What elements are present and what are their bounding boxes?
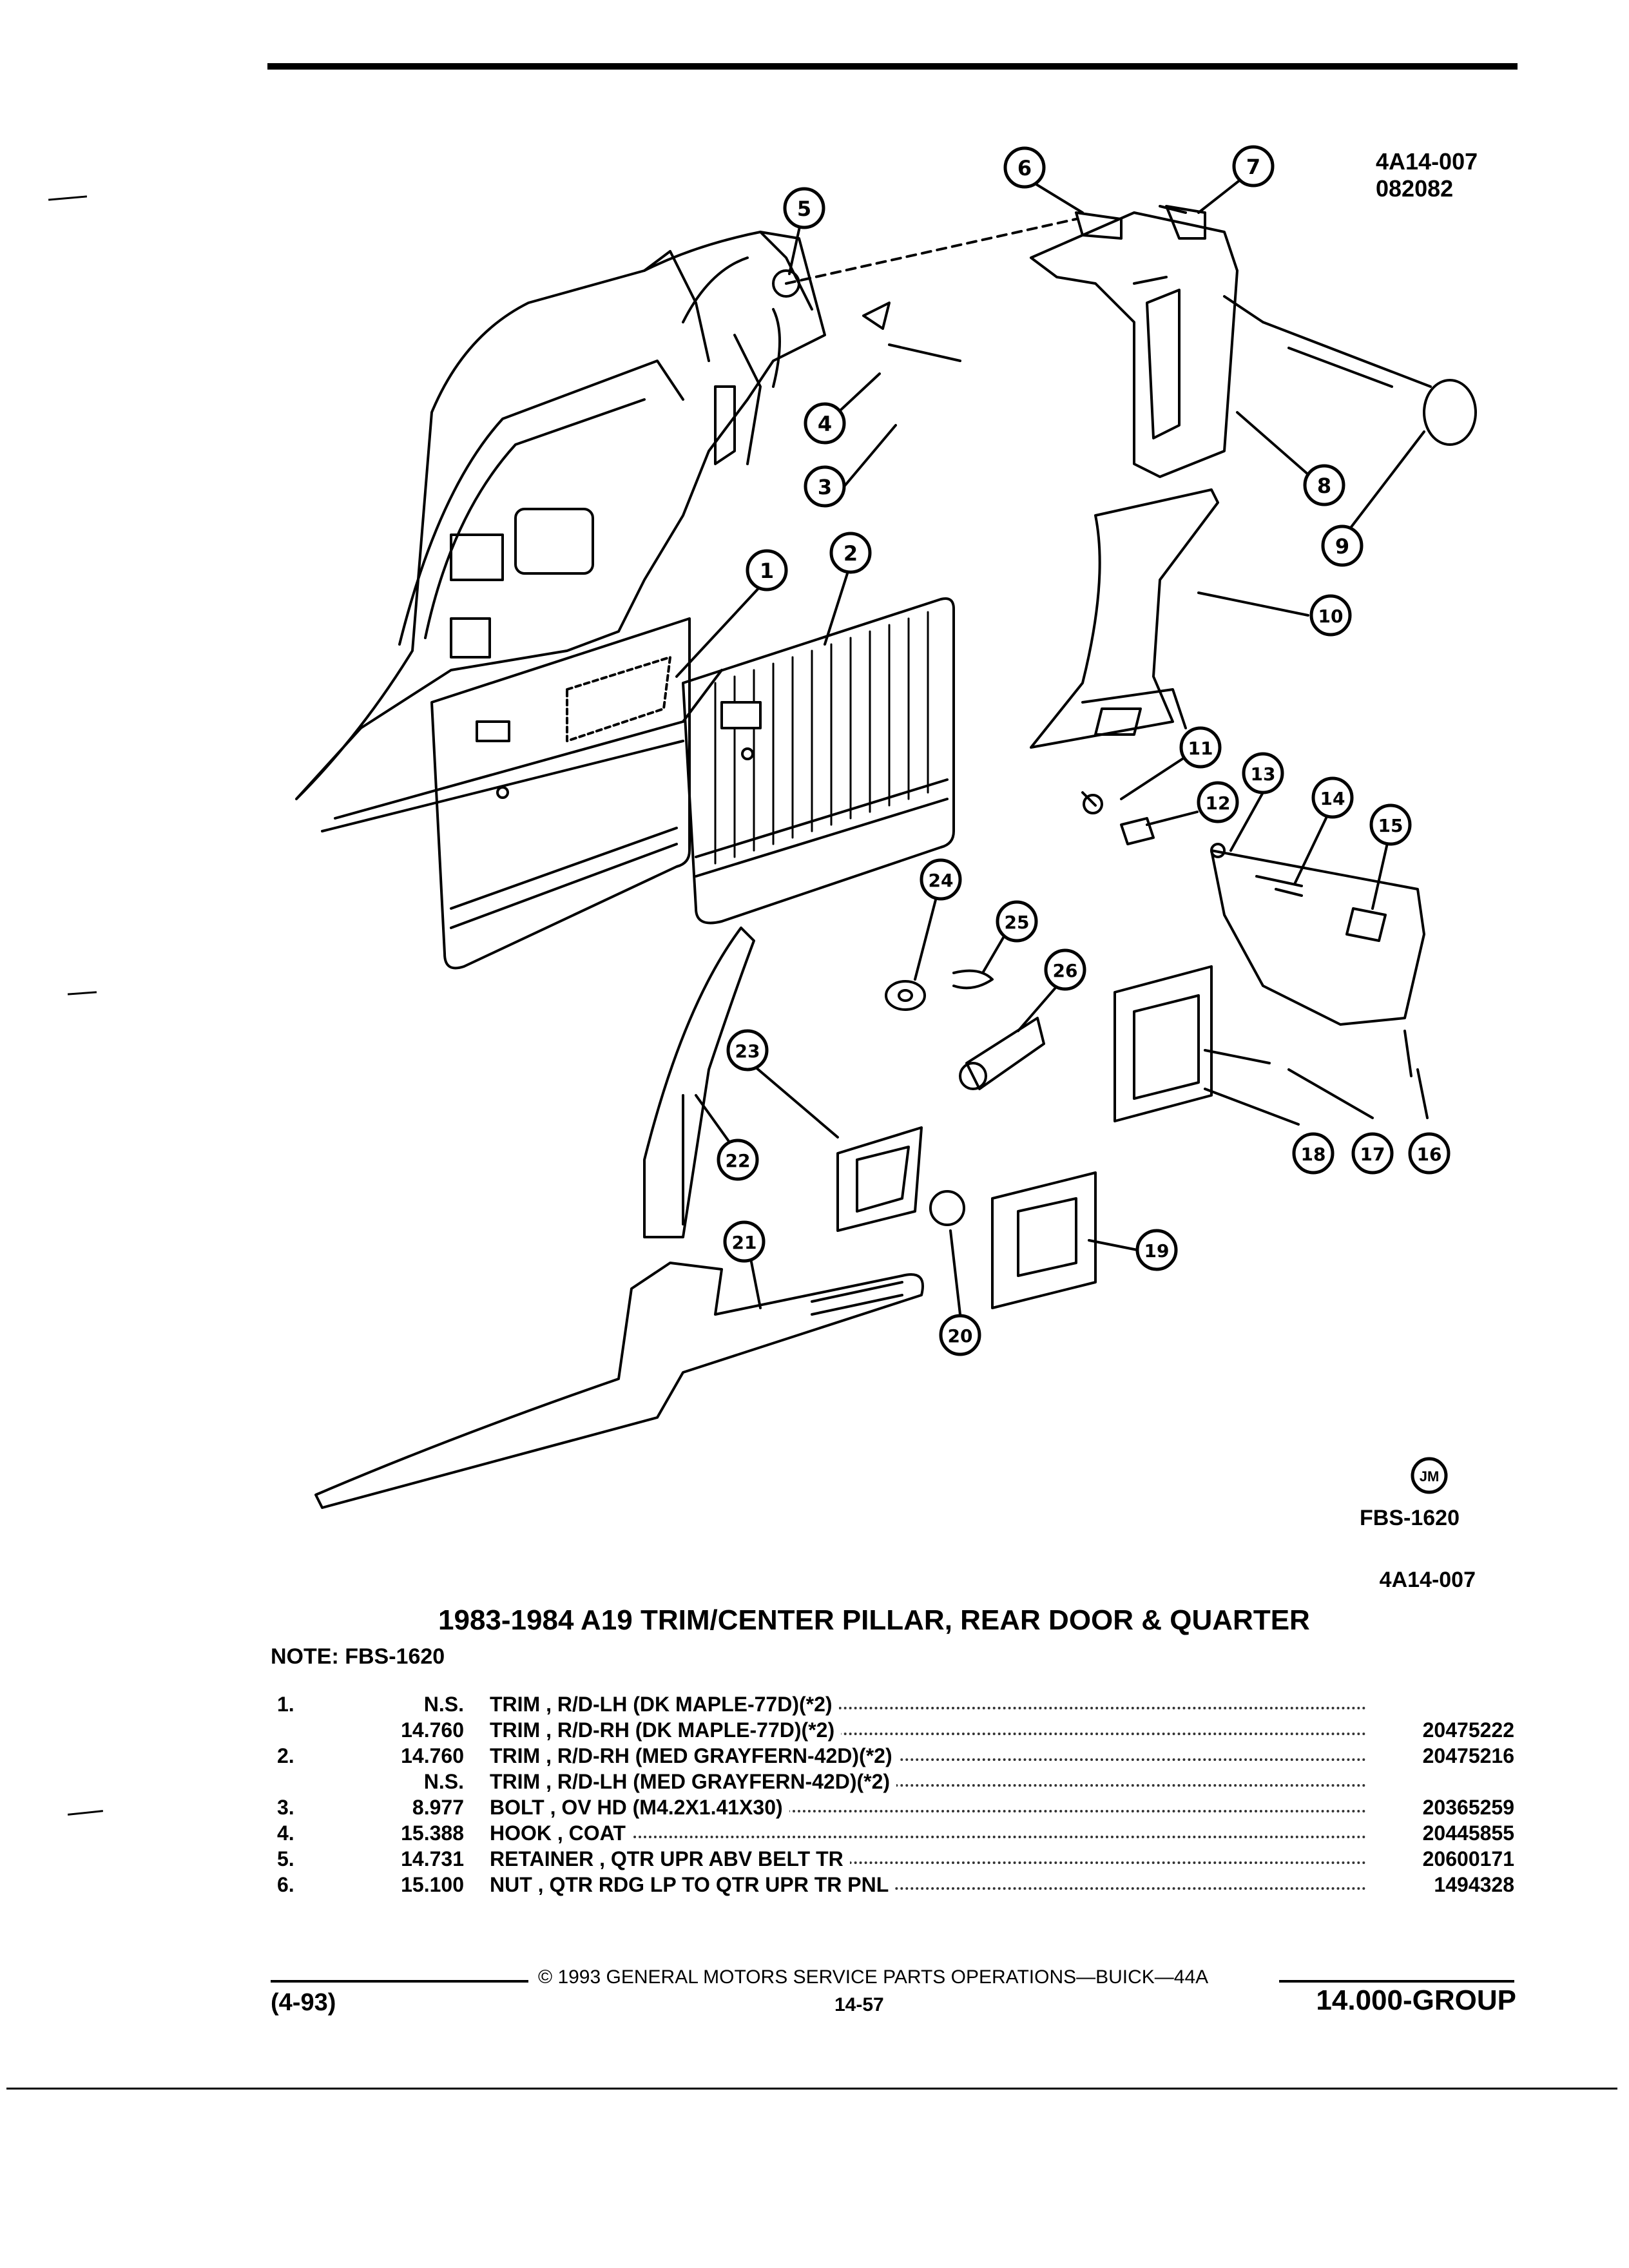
part-number: 20365259 <box>1416 1796 1514 1820</box>
note: NOTE: FBS-1620 <box>271 1644 445 1669</box>
callout-25: 25 <box>1005 912 1030 933</box>
list-item: 1. N.S. TRIM , R/D-LH (DK MAPLE-77D)(*2) <box>277 1693 1514 1718</box>
callout-2: 2 <box>843 541 858 566</box>
part-description: TRIM , R/D-LH (DK MAPLE-77D)(*2) <box>490 1693 839 1716</box>
part-description: RETAINER , QTR UPR ABV BELT TR <box>490 1847 850 1870</box>
sill-plate-21 <box>314 1262 924 1509</box>
footer-rule-right <box>1279 1980 1514 1983</box>
callout-4: 4 <box>818 412 832 436</box>
part-description: TRIM , R/D-RH (MED GRAYFERN-42D)(*2) <box>490 1744 899 1767</box>
footer-rule-left <box>271 1980 528 1983</box>
callout-6: 6 <box>1017 156 1032 180</box>
item-number: 6. <box>277 1873 294 1896</box>
callout-3: 3 <box>818 475 832 499</box>
callout-19: 19 <box>1144 1240 1170 1262</box>
catalog-number: 15.100 <box>401 1873 464 1896</box>
callout-24: 24 <box>929 870 954 891</box>
item-number: 1. <box>277 1693 294 1716</box>
door-trim-panel-2 <box>682 597 955 925</box>
callout-18: 18 <box>1301 1144 1326 1165</box>
callout-12: 12 <box>1206 793 1231 814</box>
part-number: 20475216 <box>1416 1744 1514 1768</box>
item-number: 3. <box>277 1796 294 1819</box>
part-description: TRIM , R/D-LH (MED GRAYFERN-42D)(*2) <box>490 1770 897 1793</box>
parts-list: 1. N.S. TRIM , R/D-LH (DK MAPLE-77D)(*2)… <box>277 1693 1514 1899</box>
list-item: 5. 14.731 RETAINER , QTR UPR ABV BELT TR… <box>277 1847 1514 1873</box>
catalog-number: 8.977 <box>412 1796 464 1819</box>
callout-7: 7 <box>1246 155 1260 179</box>
fbs-label: FBS-1620 <box>1360 1506 1460 1530</box>
list-item: 2. 14.760 TRIM , R/D-RH (MED GRAYFERN-42… <box>277 1744 1514 1770</box>
exploded-parts-diagram: 1 2 3 4 5 6 7 8 9 10 11 12 13 14 15 16 1… <box>295 145 1477 1592</box>
callout-22: 22 <box>726 1150 751 1171</box>
list-item: 3. 8.977 BOLT , OV HD (M4.2X1.41X30) 203… <box>277 1796 1514 1821</box>
list-item: N.S. TRIM , R/D-LH (MED GRAYFERN-42D)(*2… <box>277 1770 1514 1796</box>
list-item: 4. 15.388 HOOK , COAT 20445855 <box>277 1821 1514 1847</box>
door-trim-panel-1 <box>430 617 691 970</box>
callout-11: 11 <box>1188 738 1213 759</box>
ref-date: 082082 <box>1376 175 1454 202</box>
jm-logo: JM <box>1420 1468 1440 1485</box>
item-number: 5. <box>277 1847 294 1870</box>
callout-14: 14 <box>1320 788 1345 809</box>
footer-date: (4-93) <box>271 1989 336 2016</box>
catalog-number: 14.760 <box>401 1718 464 1742</box>
callout-9: 9 <box>1335 534 1349 559</box>
pillar-trim-22 <box>643 927 755 1238</box>
catalog-number: N.S. <box>423 1693 464 1716</box>
part-number: 1494328 <box>1427 1873 1514 1897</box>
list-item: 6. 15.100 NUT , QTR RDG LP TO QTR UPR TR… <box>277 1873 1514 1899</box>
callout-23: 23 <box>735 1041 760 1062</box>
callout-26: 26 <box>1053 960 1078 981</box>
part-number: 20600171 <box>1416 1847 1514 1871</box>
part-number: 20445855 <box>1416 1821 1514 1845</box>
callout-10: 10 <box>1318 606 1344 627</box>
callout-8: 8 <box>1317 474 1331 498</box>
part-description: BOLT , OV HD (M4.2X1.41X30) <box>490 1796 789 1819</box>
ref-code: 4A14-007 <box>1376 148 1478 175</box>
knob-20 <box>929 1190 965 1226</box>
body-side-outline <box>295 231 826 800</box>
callout-17: 17 <box>1360 1144 1385 1165</box>
list-item: 14.760 TRIM , R/D-RH (DK MAPLE-77D)(*2) … <box>277 1718 1514 1744</box>
callout-20: 20 <box>948 1325 973 1347</box>
catalog-number: 14.760 <box>401 1744 464 1767</box>
margin-mark <box>67 1810 104 1816</box>
armrest-trim <box>1210 849 1425 1026</box>
retractor-9 <box>1423 379 1477 446</box>
callout-5: 5 <box>797 197 811 221</box>
callout-15: 15 <box>1378 815 1403 836</box>
item-number: 2. <box>277 1744 294 1767</box>
page-title: 1983-1984 A19 TRIM/CENTER PILLAR, REAR D… <box>438 1604 1310 1636</box>
callout-16: 16 <box>1417 1144 1442 1165</box>
part-description: NUT , QTR RDG LP TO QTR UPR TR PNL <box>490 1873 896 1896</box>
part-description: HOOK , COAT <box>490 1821 632 1845</box>
part-description: TRIM , R/D-RH (DK MAPLE-77D)(*2) <box>490 1718 842 1742</box>
catalog-number: 15.388 <box>401 1821 464 1845</box>
handle-bezel-18 <box>1113 965 1213 1122</box>
callout-21: 21 <box>732 1232 757 1253</box>
escutcheon-19 <box>991 1171 1097 1309</box>
catalog-number: 14.731 <box>401 1847 464 1870</box>
catalog-number: N.S. <box>423 1770 464 1793</box>
top-rule <box>267 63 1518 70</box>
copyright: © 1993 GENERAL MOTORS SERVICE PARTS OPER… <box>538 1966 1209 1988</box>
callout-1: 1 <box>760 559 774 583</box>
bottom-rule <box>6 2088 1617 2090</box>
escutcheon-23 <box>836 1126 923 1232</box>
page-number: 14-57 <box>834 1994 884 2015</box>
callout-13: 13 <box>1251 764 1276 785</box>
item-number: 4. <box>277 1821 294 1845</box>
figure-ref: 4A14-007 <box>1380 1568 1476 1592</box>
quarter-trim-8 <box>1030 211 1239 478</box>
group-label: 14.000-GROUP <box>1316 1984 1516 2016</box>
part-number: 20475222 <box>1416 1718 1514 1742</box>
